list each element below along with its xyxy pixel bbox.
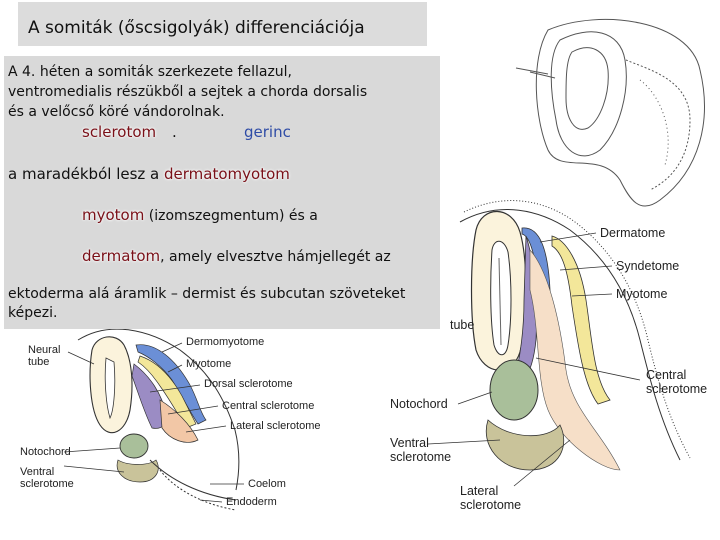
left-outer-layers <box>77 328 240 511</box>
left-notochord <box>116 433 159 483</box>
label-neural-tube: Neural tube <box>28 344 61 368</box>
term-dermatom: dermatom <box>82 247 161 265</box>
text-line-kepezi: képezi. <box>8 305 58 321</box>
spinal-cord-sketch <box>515 18 705 207</box>
term-myotom: myotom <box>82 206 145 224</box>
right-myotome <box>551 235 611 405</box>
label-lateral-sclerotome-right: Lateral sclerotome <box>460 484 522 512</box>
text-maradek-line: a maradékból lesz a dermatomyotom <box>8 165 290 183</box>
label-tube-right: tube <box>450 318 475 332</box>
text-line-ektoderma: ektoderma alá áramlik – dermist és subcu… <box>8 286 406 302</box>
label-dermomyotome-left: Dermomyotome <box>186 336 265 348</box>
label-dermatome: Dermatome <box>600 226 666 240</box>
text-panel <box>4 56 440 329</box>
label-ventral-sclerotome-left: Ventral sclerotome <box>20 466 74 490</box>
right-outer-ectoderm <box>459 200 691 461</box>
text-myotom-line: myotom (izomszegmentum) és a <box>82 206 318 224</box>
label-notochord-left: Notochord <box>20 446 71 458</box>
term-gerinc: gerinc <box>244 123 291 141</box>
label-ventral-sclerotome-right: Ventral sclerotome <box>390 436 452 464</box>
text-myotom-suffix: (izomszegmentum) és a <box>144 208 318 224</box>
label-myotome-right: Myotome <box>616 287 668 301</box>
right-neural-tube <box>470 210 527 371</box>
text-line-1: A 4. héten a somiták szerkezete fellazul… <box>8 64 292 80</box>
label-syndetome: Syndetome <box>616 259 680 273</box>
text-line-2: ventromedialis részükből a sejtek a chor… <box>8 84 368 100</box>
label-notochord-right: Notochord <box>390 397 448 411</box>
text-dermatom-suffix: , amely elvesztve hámjellegét az <box>160 249 391 265</box>
text-line-3: és a velőcső köré vándorolnak. <box>8 104 225 120</box>
right-sclerotome <box>513 235 621 471</box>
label-endoderm: Endoderm <box>226 496 277 508</box>
term-sclerotom: sclerotom <box>82 123 157 141</box>
label-central-sclerotome-right: Central sclerotome <box>646 368 708 396</box>
text-maradek-prefix: a maradékból lesz a <box>8 165 165 183</box>
term-dermatomyotom: dermatomyotom <box>164 165 290 183</box>
text-dermatom-line: dermatom, amely elvesztve hámjellegét az <box>82 247 391 265</box>
label-central-sclerotome-left: Central sclerotome <box>222 400 315 412</box>
label-myotome-left: Myotome <box>186 358 232 370</box>
right-leader-lines <box>427 232 641 487</box>
left-leader-lines <box>63 342 244 503</box>
label-dorsal-sclerotome: Dorsal sclerotome <box>204 378 293 390</box>
slide-title: A somiták (őscsigolyák) differenciációja <box>28 18 365 38</box>
left-neural-tube <box>89 336 133 434</box>
text-dot: . <box>172 123 177 141</box>
label-coelom: Coelom <box>248 478 286 490</box>
title-box <box>18 2 427 46</box>
right-notochord <box>486 359 565 471</box>
label-lateral-sclerotome-left: Lateral sclerotome <box>230 420 321 432</box>
